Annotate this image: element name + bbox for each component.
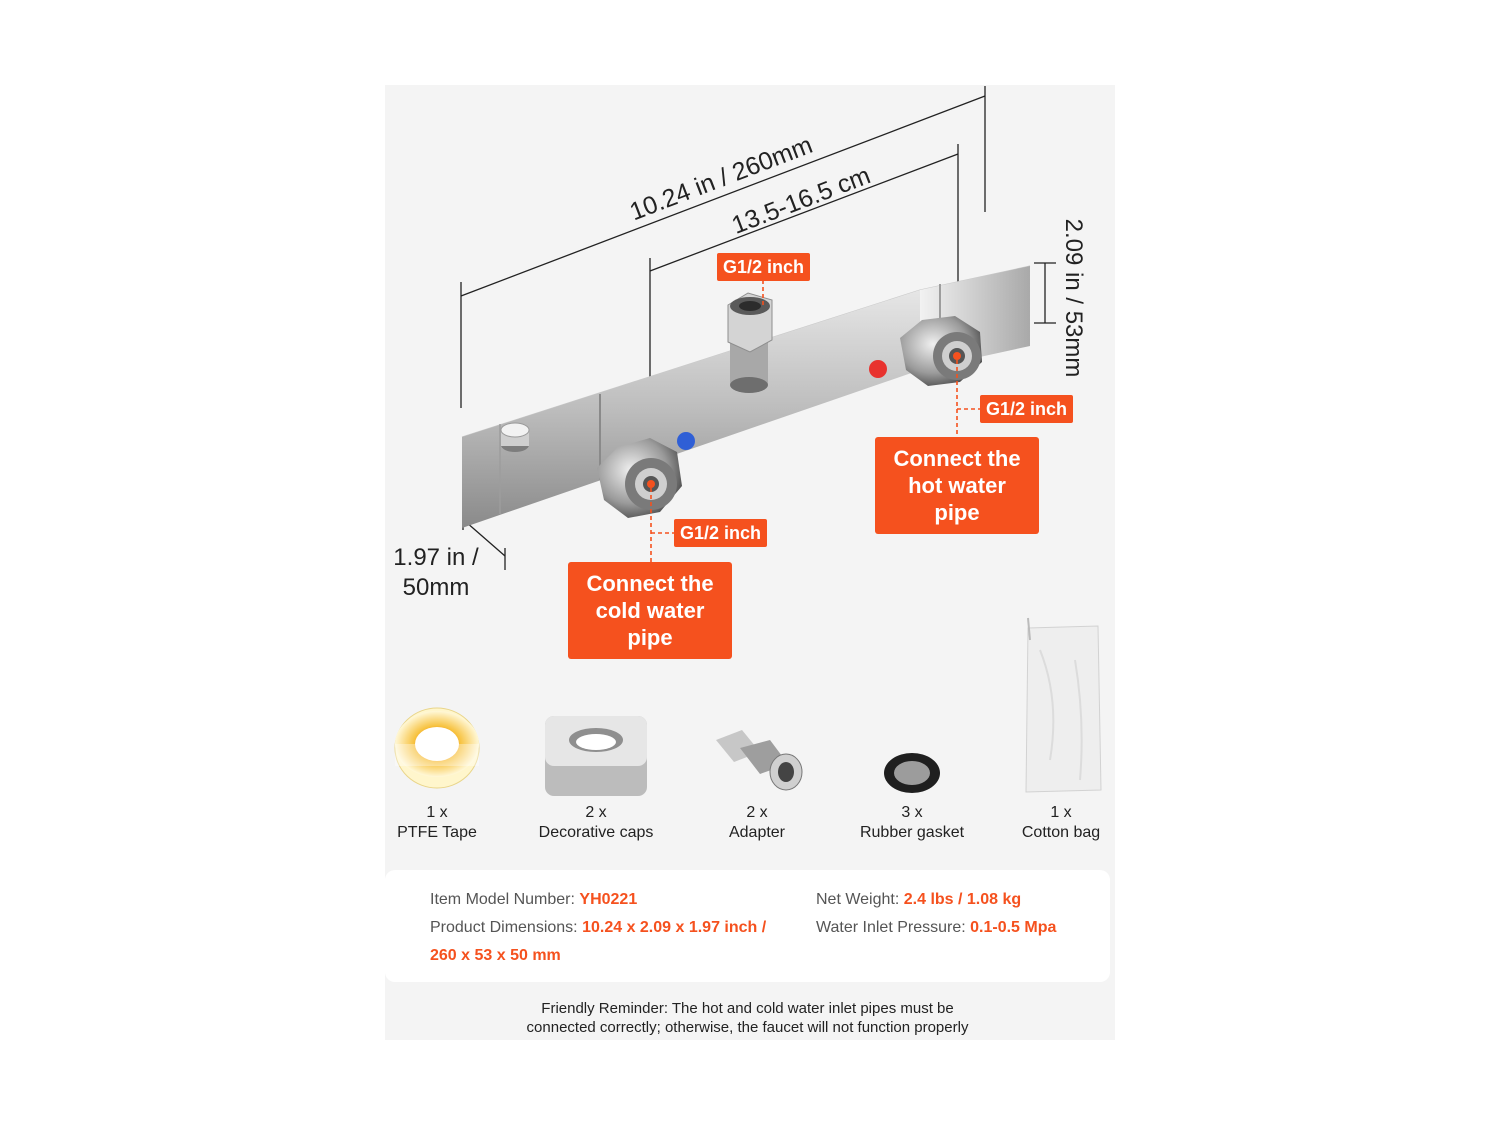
- reminder-line2: connected correctly; otherwise, the fauc…: [526, 1019, 969, 1036]
- dimension-length-line: [460, 86, 986, 408]
- accessory-item: 1 x PTFE Tape: [357, 803, 517, 843]
- accessory-name: Cotton bag: [1021, 824, 1101, 841]
- cotton-bag-icon: [1025, 617, 1102, 793]
- ptfe-tape-icon: [394, 707, 480, 789]
- spec-weight-label: Net Weight:: [816, 891, 900, 908]
- accessory-item: 3 x Rubber gasket: [832, 803, 992, 843]
- leader-lines: [650, 280, 980, 562]
- outlet-thread-label: G1/2 inch: [717, 253, 811, 281]
- dimension-height-line: [1034, 262, 1056, 324]
- cold-callout-line2: cold water pipe: [595, 598, 705, 650]
- adapter-icon: [716, 730, 803, 791]
- cold-inlet-nut: [597, 438, 682, 518]
- spec-weight-value: 2.4 lbs / 1.08 kg: [903, 891, 1022, 908]
- hot-callout-line1: Connect the: [893, 446, 1021, 471]
- decorative-cap-icon: [545, 716, 647, 796]
- accessory-qty: 2 x: [585, 804, 607, 821]
- cold-callout-line1: Connect the: [586, 571, 714, 596]
- hot-callout-line2: hot water pipe: [908, 473, 1006, 525]
- spec-model: Item Model Number: YH0221: [430, 886, 637, 914]
- spec-dims-value-line1: 10.24 x 2.09 x 1.97 inch /: [582, 919, 767, 936]
- diverter-button: [500, 422, 530, 452]
- accessory-name: Adapter: [728, 824, 786, 841]
- cold-inlet-thread-label: G1/2 inch: [674, 519, 768, 547]
- accessory-item: 1 x Cotton bag: [981, 803, 1141, 843]
- spec-model-value: YH0221: [579, 891, 638, 908]
- hot-inlet-nut: [900, 316, 982, 386]
- cold-water-callout: Connect the cold water pipe: [568, 562, 732, 659]
- hot-inlet-thread-label: G1/2 inch: [980, 395, 1074, 423]
- spec-pressure-label: Water Inlet Pressure:: [816, 919, 966, 936]
- accessory-item: 2 x Adapter: [677, 803, 837, 843]
- spec-pressure: Water Inlet Pressure: 0.1-0.5 Mpa: [816, 914, 1056, 942]
- accessory-name: PTFE Tape: [397, 824, 477, 841]
- dimension-height-label: 2.09 in / 53mm: [1060, 219, 1087, 378]
- depth-label-line2: 50mm: [402, 574, 470, 601]
- hot-marker-icon: [869, 360, 887, 378]
- accessory-qty: 3 x: [901, 804, 923, 821]
- spec-dims-value-line2: 260 x 53 x 50 mm: [430, 947, 561, 964]
- accessory-qty: 1 x: [426, 804, 448, 821]
- spec-dims-label: Product Dimensions:: [430, 919, 578, 936]
- spec-pressure-value: 0.1-0.5 Mpa: [970, 919, 1057, 936]
- accessory-name: Rubber gasket: [859, 824, 965, 841]
- spec-model-label: Item Model Number:: [430, 891, 575, 908]
- accessory-qty: 2 x: [746, 804, 768, 821]
- spec-dimensions: Product Dimensions: 10.24 x 2.09 x 1.97 …: [430, 914, 766, 942]
- top-outlet-fitting: [727, 292, 773, 393]
- accessory-qty: 1 x: [1050, 804, 1072, 821]
- spec-weight: Net Weight: 2.4 lbs / 1.08 kg: [816, 886, 1021, 914]
- spec-dimensions-cont: 260 x 53 x 50 mm: [430, 942, 561, 970]
- rubber-gasket-icon: [884, 753, 940, 793]
- accessory-name: Decorative caps: [538, 824, 654, 841]
- cold-marker-icon: [677, 432, 695, 450]
- spec-card: Item Model Number: YH0221 Product Dimens…: [385, 870, 1110, 982]
- dimension-depth-label: 1.97 in / 50mm: [386, 543, 486, 603]
- reminder-line1: Friendly Reminder: The hot and cold wate…: [541, 1000, 954, 1017]
- hot-water-callout: Connect the hot water pipe: [875, 437, 1039, 534]
- friendly-reminder: Friendly Reminder: The hot and cold wate…: [385, 999, 1110, 1037]
- accessory-item: 2 x Decorative caps: [516, 803, 676, 843]
- depth-label-line1: 1.97 in /: [393, 544, 479, 571]
